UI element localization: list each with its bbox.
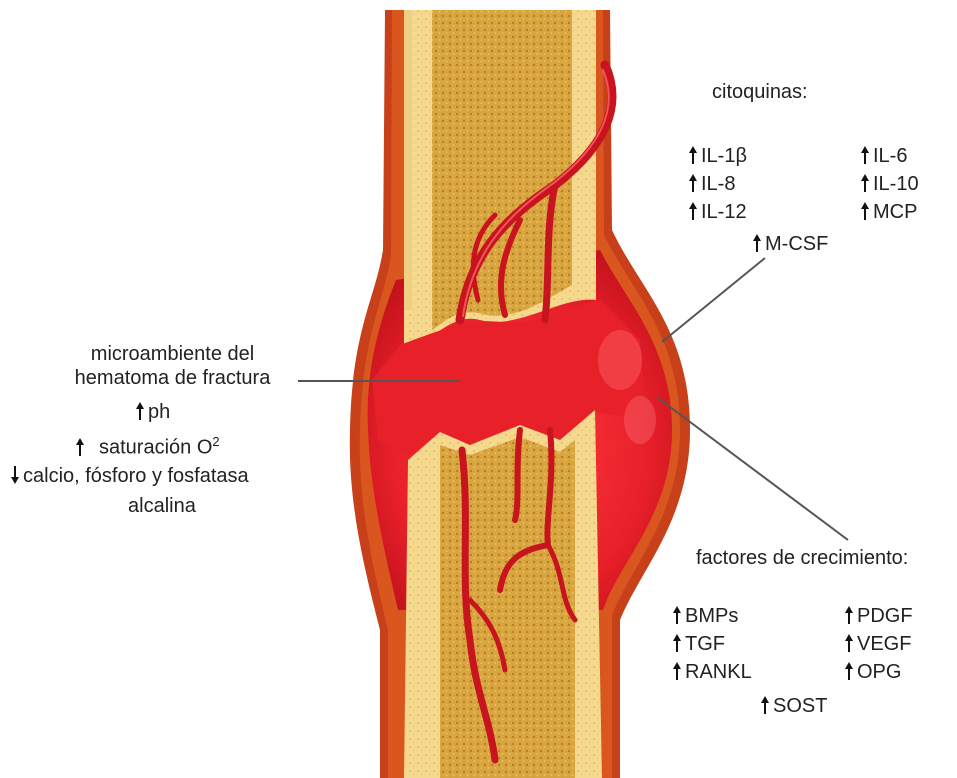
arrow-up-icon — [860, 174, 870, 192]
leader-line-cytokines — [662, 258, 765, 342]
cytokines-title: citoquinas: — [712, 80, 808, 104]
cytokine-il-6: IL-6 — [860, 144, 907, 168]
arrow-up-icon — [760, 696, 770, 714]
growth-factors-title: factores de crecimiento: — [696, 546, 908, 570]
arrow-up-icon — [672, 634, 682, 652]
arrow-up-icon — [672, 606, 682, 624]
cytokine-m-csf: M-CSF — [752, 232, 828, 256]
cytokine-il-1b: IL-1β — [688, 144, 747, 168]
ph-increase: ph — [135, 400, 170, 424]
growth-factor-vegf: VEGF — [844, 632, 911, 656]
cytokine-il-8: IL-8 — [688, 172, 735, 196]
cytokine-il-10: IL-10 — [860, 172, 919, 196]
arrow-up-icon — [860, 202, 870, 220]
arrow-up-icon — [752, 234, 762, 252]
cytokine-il-12: IL-12 — [688, 200, 747, 224]
growth-factor-opg: OPG — [844, 660, 901, 684]
growth-factor-sost: SOST — [760, 694, 827, 718]
arrow-up-icon — [860, 146, 870, 164]
arrow-up-icon — [135, 402, 145, 420]
arrow-up-icon — [844, 662, 854, 680]
arrow-up-icon — [688, 174, 698, 192]
cytokine-mcp: MCP — [860, 200, 917, 224]
arrow-up-icon — [688, 146, 698, 164]
arrow-up-icon — [672, 662, 682, 680]
growth-factor-pdgf: PDGF — [844, 604, 913, 628]
microenvironment-title: microambiente del hematoma de fractura — [40, 342, 305, 390]
growth-factor-tgf: TGF — [672, 632, 725, 656]
arrow-up-icon — [844, 606, 854, 624]
arrow-up-icon — [688, 202, 698, 220]
arrow-up-icon — [844, 634, 854, 652]
growth-factor-rankl: RANKL — [672, 660, 752, 684]
minerals-decrease: calcio, fósforo y fosfatasa — [10, 464, 249, 488]
lower-marrow-canal — [440, 437, 575, 778]
growth-factor-bmps: BMPs — [672, 604, 738, 628]
arrow-down-icon — [10, 466, 20, 484]
oxygen-saturation: saturación O2 — [75, 430, 220, 460]
minerals-decrease-cont: alcalina — [128, 494, 196, 518]
arrow-up-icon — [75, 438, 85, 456]
